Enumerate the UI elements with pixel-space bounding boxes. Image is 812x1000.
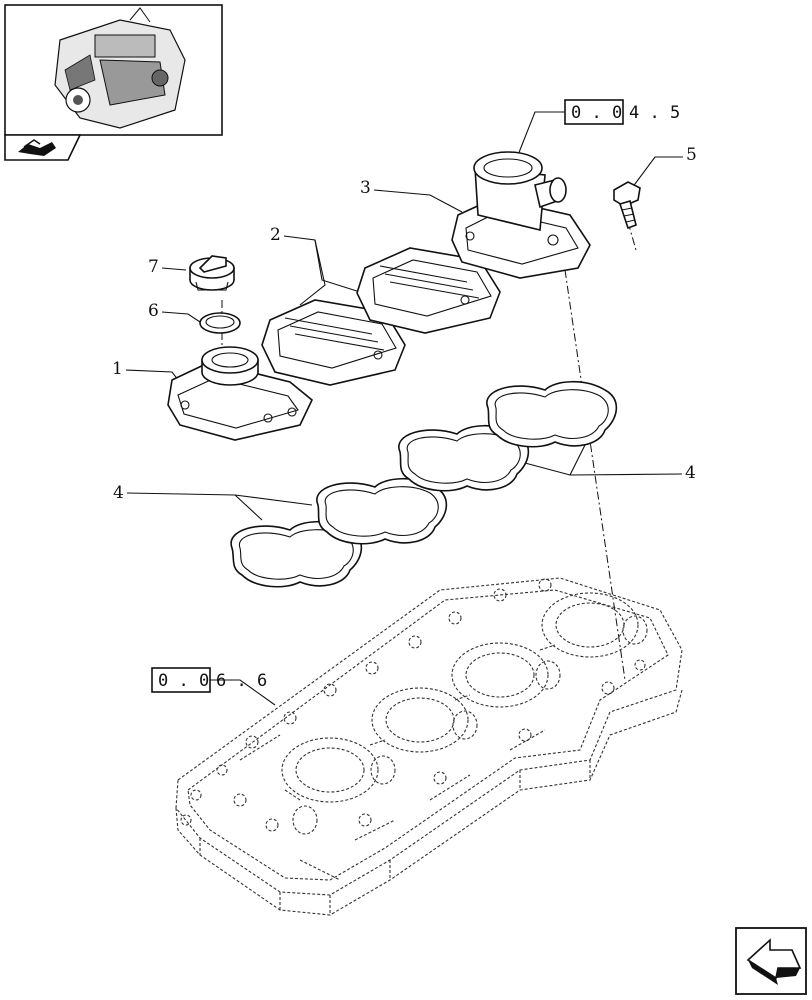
engine-thumbnail[interactable]: [4, 4, 223, 136]
engine-thumbnail-icon: [54, 7, 186, 129]
breather-cover: [451, 151, 591, 279]
callout-5: 5: [686, 145, 697, 165]
bolt: [613, 181, 641, 230]
gasket-1: [230, 520, 363, 588]
cylinder-head: [175, 577, 683, 916]
previous-group-icon: [18, 139, 56, 156]
seal-ring: [199, 312, 241, 334]
callout-2: 2: [270, 225, 281, 245]
gasket-2: [316, 477, 448, 545]
previous-group-button[interactable]: [4, 134, 82, 161]
next-page-arrow-icon: [746, 938, 802, 985]
callout-6: 6: [148, 301, 159, 321]
reference-top-boxed: 0 . 0: [571, 103, 622, 123]
callout-7: 7: [148, 257, 159, 277]
reference-top[interactable]: 0 . 0 4 . 5: [564, 99, 680, 125]
callout-4-left: 4: [113, 483, 124, 503]
rocker-cover-rear: [356, 247, 501, 334]
rocker-cover-front: [167, 346, 313, 441]
gasket-3: [398, 424, 530, 492]
reference-bottom[interactable]: 0 . 0 6 . 6: [151, 667, 267, 693]
callout-4-right: 4: [685, 463, 696, 483]
gasket-4: [486, 380, 618, 448]
next-page-button[interactable]: [735, 927, 807, 995]
reference-bottom-boxed: 0 . 0: [158, 671, 209, 691]
callout-3: 3: [360, 178, 371, 198]
rocker-cover-middle: [261, 299, 406, 386]
filler-cap: [189, 255, 235, 291]
callout-1: 1: [112, 359, 123, 379]
reference-top-suffix: 4 . 5: [629, 103, 680, 123]
